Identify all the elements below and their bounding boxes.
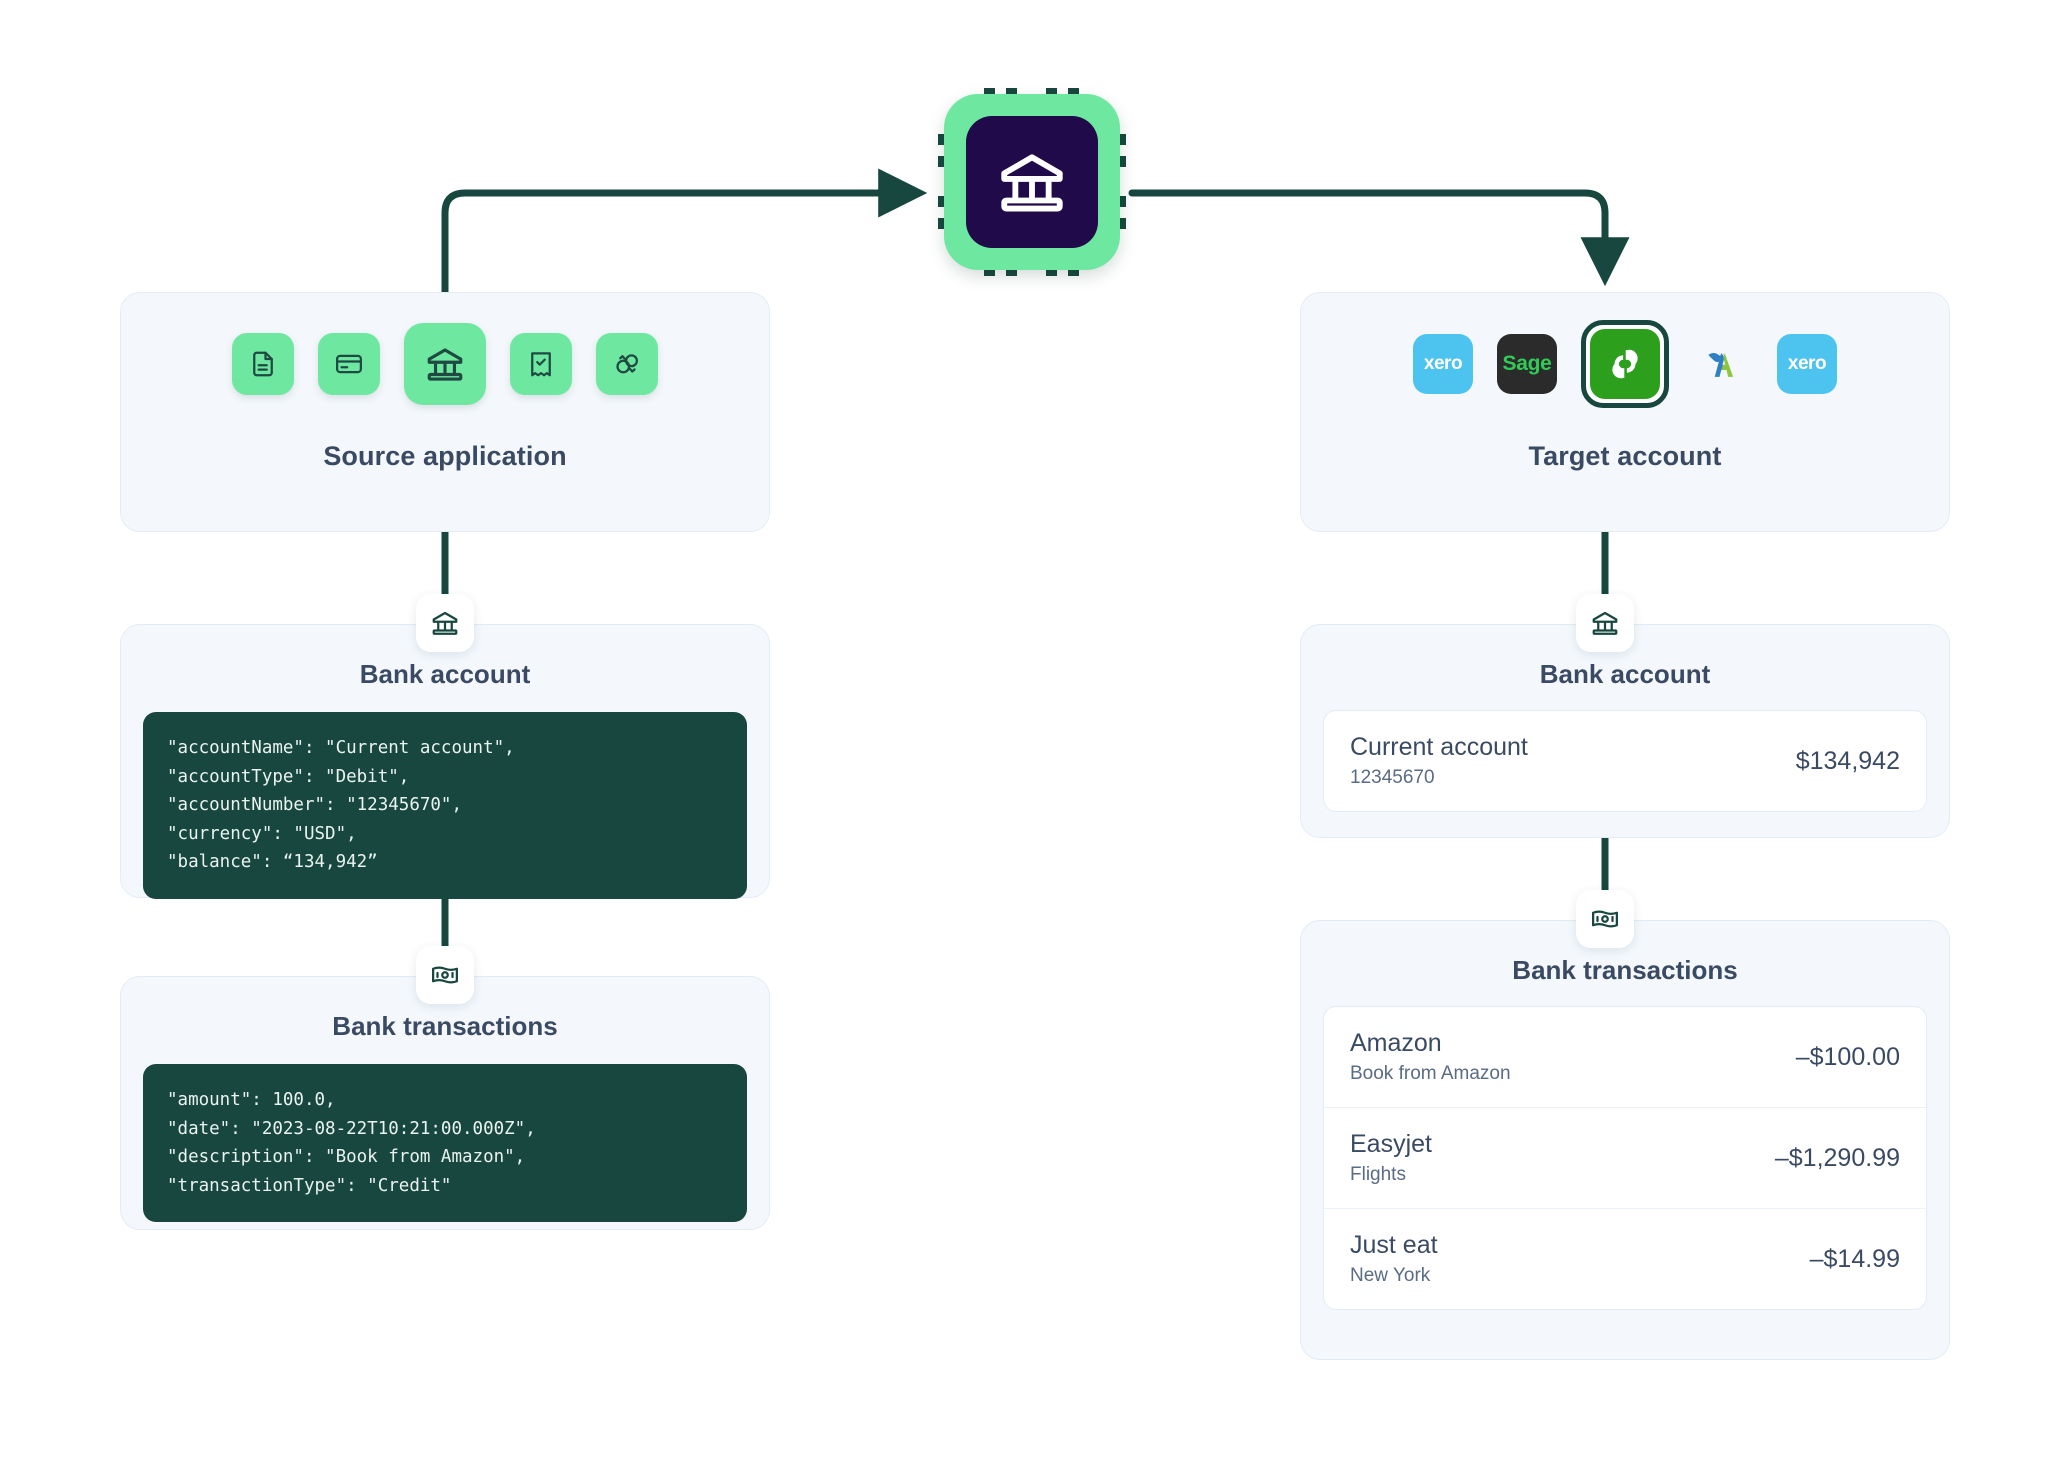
target-bank-account-section: Bank account Current account 12345670 $1…	[1300, 624, 1950, 838]
section-title: Bank transactions	[1512, 955, 1738, 985]
transaction-amount: –$14.99	[1809, 1244, 1900, 1273]
source-icon-row	[121, 305, 769, 423]
section-title: Bank account	[359, 659, 531, 689]
bank-transactions-json: "amount": 100.0, "date": "2023-08-22T10:…	[143, 1064, 747, 1222]
table-row[interactable]: Current account 12345670 $134,942	[1324, 711, 1926, 811]
transaction-merchant: Just eat	[1350, 1231, 1438, 1259]
transaction-merchant: Easyjet	[1350, 1130, 1432, 1158]
sage-logo-text: Sage	[1502, 352, 1552, 375]
xero-logo[interactable]: xero	[1413, 334, 1473, 394]
document-icon[interactable]	[232, 333, 294, 395]
target-account-panel: xero Sage	[1300, 292, 1950, 532]
account-name: Current account	[1350, 733, 1528, 761]
banknote-icon	[432, 966, 458, 984]
bank-icon	[1592, 611, 1618, 635]
sage-logo[interactable]: Sage	[1497, 334, 1557, 394]
account-balance: $134,942	[1795, 746, 1900, 775]
sync-transfer-icon[interactable]	[596, 333, 658, 395]
receipt-check-icon[interactable]	[510, 333, 572, 395]
table-row[interactable]: Easyjet Flights –$1,290.99	[1324, 1107, 1926, 1208]
source-bank-account-section: Bank account "accountName": "Current acc…	[120, 624, 770, 899]
quickbooks-logo-selected[interactable]	[1581, 320, 1669, 408]
bank-icon	[1001, 154, 1063, 212]
xero-logo-text: xero	[1787, 353, 1827, 374]
target-bank-transactions-section: Bank transactions Amazon Book from Amazo…	[1300, 920, 1950, 1360]
freeagent-glyph	[1708, 353, 1734, 377]
source-bank-transactions-section: Bank transactions "amount": 100.0, "date…	[120, 976, 770, 1230]
xero-logo[interactable]: xero	[1777, 334, 1837, 394]
table-row[interactable]: Just eat New York –$14.99	[1324, 1208, 1926, 1309]
bank-transactions-badge-left	[416, 946, 474, 1004]
source-application-title: Source application	[323, 441, 567, 471]
bank-account-badge-left	[416, 594, 474, 652]
credit-card-icon[interactable]	[318, 333, 380, 395]
xero-logo-text: xero	[1423, 353, 1463, 374]
target-logo-row: xero Sage	[1301, 305, 1949, 423]
transaction-amount: –$100.00	[1795, 1042, 1900, 1071]
transaction-description: Flights	[1350, 1164, 1406, 1185]
transaction-description: New York	[1350, 1265, 1431, 1286]
bank-icon[interactable]	[404, 323, 486, 405]
quickbooks-logo	[1590, 329, 1660, 399]
target-account-title: Target account	[1528, 441, 1722, 471]
bank-account-badge-right	[1576, 594, 1634, 652]
source-application-panel: Source application	[120, 292, 770, 532]
bank-transactions-badge-right	[1576, 890, 1634, 948]
bank-icon	[432, 611, 458, 635]
bank-account-card: Current account 12345670 $134,942	[1323, 710, 1927, 812]
freeagent-logo[interactable]	[1693, 334, 1753, 394]
chip-core	[966, 116, 1098, 248]
transaction-merchant: Amazon	[1350, 1029, 1442, 1057]
transaction-amount: –$1,290.99	[1774, 1143, 1900, 1172]
bank-chip-icon	[938, 88, 1126, 276]
banknote-icon	[1592, 910, 1618, 928]
account-number: 12345670	[1350, 767, 1435, 788]
quickbooks-glyph	[1612, 349, 1638, 379]
section-title: Bank transactions	[332, 1011, 558, 1041]
bank-transactions-card: Amazon Book from Amazon –$100.00 Easyjet…	[1323, 1006, 1927, 1310]
transaction-description: Book from Amazon	[1350, 1063, 1511, 1084]
section-title: Bank account	[1539, 659, 1711, 689]
table-row[interactable]: Amazon Book from Amazon –$100.00	[1324, 1007, 1926, 1107]
bank-account-json: "accountName": "Current account", "accou…	[143, 712, 747, 899]
